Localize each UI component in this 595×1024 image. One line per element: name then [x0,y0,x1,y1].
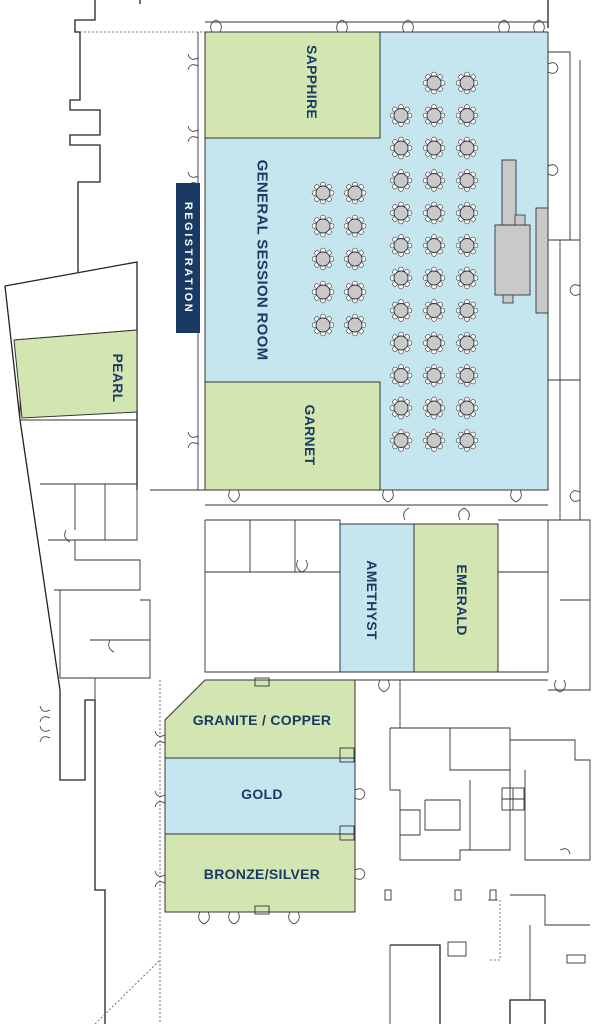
door-swings [39,19,581,925]
round-table [389,429,413,452]
round-table [389,136,413,160]
round-table [343,214,367,238]
room-emerald[interactable] [413,523,499,673]
round-table [422,136,446,160]
room-garnet[interactable] [204,381,381,491]
room-pearl[interactable] [13,329,138,419]
round-table [389,201,413,225]
round-tables [311,71,479,452]
label-emerald: EMERALD [454,564,470,635]
round-table [455,104,479,127]
round-table [311,214,335,238]
round-table [389,266,413,290]
label-general-session: GENERAL SESSION ROOM [254,160,271,361]
room-labels: SAPPHIRE GENERAL SESSION ROOM GARNET PEA… [110,45,470,882]
round-table [455,234,479,257]
round-table [455,136,479,160]
round-table [422,429,446,452]
label-granite-copper: GRANITE / COPPER [193,712,332,728]
building-walls [4,0,591,1024]
round-table [343,247,367,271]
label-gold: GOLD [241,786,283,802]
round-table [422,331,446,355]
round-table [455,169,479,192]
label-amethyst: AMETHYST [364,560,380,640]
label-bronze-silver: BRONZE/SILVER [204,866,320,882]
round-table [422,266,446,290]
round-table [422,299,446,322]
round-table [389,234,413,257]
round-table [422,71,446,95]
round-table [389,364,413,387]
label-garnet: GARNET [302,405,318,466]
round-table [422,169,446,192]
round-table [422,364,446,387]
room-bronze-silver[interactable] [164,833,356,913]
round-table [422,104,446,127]
stage [494,159,549,314]
round-table [455,266,479,290]
round-table [343,280,367,304]
label-pearl: PEARL [110,354,126,403]
round-table [343,313,367,337]
registration-banner[interactable]: REGISTRATION [176,183,200,333]
room-gold[interactable] [164,757,356,835]
round-table [311,181,335,205]
round-table [389,104,413,127]
round-table [455,429,479,452]
round-table [422,201,446,225]
registration-label: REGISTRATION [182,202,194,314]
round-table [455,331,479,355]
round-table [422,234,446,257]
round-table [455,364,479,387]
round-table [389,331,413,355]
room-sapphire[interactable] [204,31,381,139]
round-table [389,299,413,322]
round-table [455,201,479,225]
round-table [389,169,413,192]
round-table [389,396,413,420]
round-table [455,299,479,322]
round-table [311,313,335,337]
round-table [455,71,479,95]
rooms [13,31,549,915]
round-table [343,181,367,205]
room-amethyst[interactable] [339,523,415,673]
round-table [422,396,446,420]
round-table [455,396,479,420]
label-sapphire: SAPPHIRE [304,45,320,119]
round-table [311,247,335,271]
round-table [311,280,335,304]
